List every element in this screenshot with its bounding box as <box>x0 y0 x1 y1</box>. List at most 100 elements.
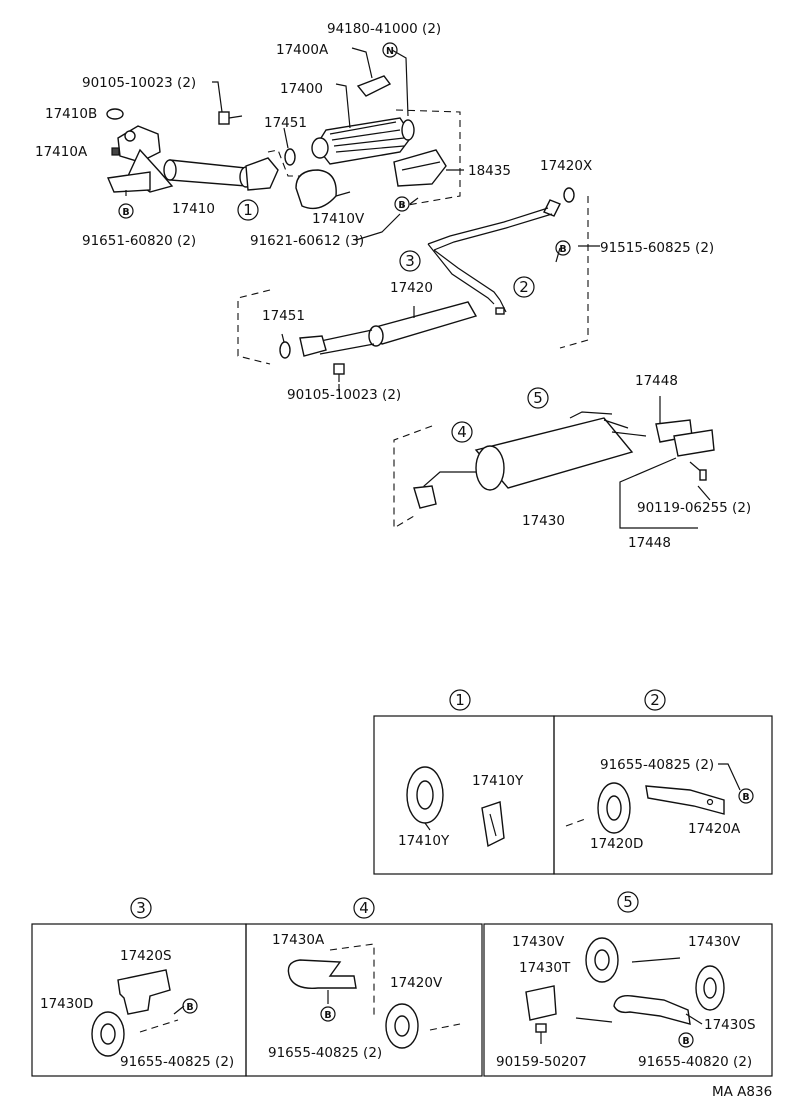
callout-17420X: 17420X <box>540 158 592 174</box>
callout-91651-60820: 91651-60820 (2) <box>82 233 196 249</box>
svg-text:B: B <box>324 1010 331 1021</box>
label-17420A: 17420A <box>688 821 741 837</box>
bracket-17430A <box>287 959 357 989</box>
label-17420S: 17420S <box>120 948 172 964</box>
callout-18435: 18435 <box>468 163 511 179</box>
svg-text:B: B <box>742 792 749 803</box>
callout-17410: 17410 <box>172 201 215 217</box>
hanger-17420D <box>597 782 631 834</box>
label-17430V-right: 17430V <box>688 934 741 950</box>
figure-code: MA A836 <box>712 1084 772 1100</box>
callout-17451-mid: 17451 <box>262 308 305 324</box>
svg-text:4: 4 <box>457 423 467 441</box>
svg-text:3: 3 <box>405 252 415 270</box>
label-17420D: 17420D <box>590 836 643 852</box>
gasket-17451-mid <box>279 341 291 359</box>
gasket-17451-top <box>284 148 296 166</box>
marker-4: 4 <box>451 421 473 443</box>
detail-box-1: 1 17410Y 17410Y <box>373 689 555 875</box>
front-pipe-17410 <box>106 125 279 193</box>
b-symbol-91515: B <box>555 240 571 256</box>
callout-17430: 17430 <box>522 513 565 529</box>
svg-text:5: 5 <box>623 893 633 911</box>
svg-text:3: 3 <box>136 899 146 917</box>
marker-3: 3 <box>399 250 421 272</box>
callout-91621-60612: 91621-60612 (3) <box>250 233 364 249</box>
callout-17451-top: 17451 <box>264 115 307 131</box>
b-symbol-box5: B <box>678 1032 694 1048</box>
label-17420V: 17420V <box>390 975 443 991</box>
b-symbol-91621: B <box>394 196 410 212</box>
heat-insulator-17400A <box>356 75 392 97</box>
detail-box-4: 4 B 17430A 17420V 91655-40825 (2) <box>245 897 483 1077</box>
bracket-17420A <box>645 785 725 815</box>
tailpipe-muffler-17430 <box>413 411 647 509</box>
svg-text:1: 1 <box>455 691 465 709</box>
callout-17448-bottom: 17448 <box>628 535 671 551</box>
label-90159-50207: 90159-50207 <box>496 1054 587 1070</box>
label-17430A: 17430A <box>272 932 325 948</box>
callout-17410V: 17410V <box>312 211 365 227</box>
callout-17410B: 17410B <box>45 106 97 122</box>
tail-tips-17448 <box>655 419 715 481</box>
marker-5: 5 <box>527 387 549 409</box>
callout-90105-10023-mid: 90105-10023 (2) <box>287 387 401 403</box>
callout-17400A: 17400A <box>276 42 329 58</box>
callout-90105-10023-top: 90105-10023 (2) <box>82 75 196 91</box>
hanger-17430V-right <box>695 965 725 1011</box>
callout-17420: 17420 <box>390 280 433 296</box>
bolt-90105-mid <box>333 363 345 382</box>
callout-90119-06255: 90119-06255 (2) <box>637 500 751 516</box>
svg-text:1: 1 <box>243 201 253 219</box>
svg-text:4: 4 <box>359 899 369 917</box>
label-91655-40825-box4: 91655-40825 (2) <box>268 1045 382 1061</box>
bolt-90159 <box>535 1023 547 1044</box>
label-17430V-left: 17430V <box>512 934 565 950</box>
detail-box-5: 5 B 17430V 17430V 17430T 17430S 9015 <box>483 891 773 1077</box>
callout-91515-60825: 91515-60825 (2) <box>600 240 714 256</box>
bracket-17420S <box>117 969 171 1015</box>
b-symbol-box3: B <box>182 998 198 1014</box>
catalytic-converter-17400 <box>311 117 415 165</box>
marker-2: 2 <box>513 276 535 298</box>
label-17430D: 17430D <box>40 996 93 1012</box>
stud-left <box>565 817 589 827</box>
hanger-17420V <box>385 1003 419 1049</box>
callout-17448-top: 17448 <box>635 373 678 389</box>
heat-insulator-18435 <box>393 149 447 187</box>
mount-17430T <box>525 985 557 1021</box>
label-91655-40820: 91655-40820 (2) <box>638 1054 752 1070</box>
hanger-17430V-left <box>585 937 619 983</box>
label-91655-40825-box3: 91655-40825 (2) <box>120 1054 234 1070</box>
svg-text:B: B <box>682 1036 689 1047</box>
label-17430T: 17430T <box>519 960 571 976</box>
label-17410Y-right: 17410Y <box>472 773 524 789</box>
svg-text:B: B <box>186 1002 193 1013</box>
svg-text:B: B <box>122 207 129 218</box>
center-pipe-17420 <box>299 199 561 357</box>
nut-17410A <box>111 147 120 156</box>
svg-text:2: 2 <box>519 278 529 296</box>
detail-box-2: 2 B 91655-40825 (2) 17420D 17420A <box>553 689 773 875</box>
b-symbol-box4: B <box>320 1006 336 1022</box>
bracket-17430S <box>613 995 691 1025</box>
heat-insulator-17410V <box>295 169 351 210</box>
b-symbol-box2: B <box>738 788 754 804</box>
bolt-90105-top <box>218 111 243 125</box>
dashed-guides <box>237 109 589 529</box>
hanger-17430D <box>91 1011 125 1057</box>
callout-17410A: 17410A <box>35 144 88 160</box>
b-symbol-91651: B <box>118 203 134 219</box>
label-17410Y-left: 17410Y <box>398 833 450 849</box>
callout-17400: 17400 <box>280 81 323 97</box>
label-91655-40825-box2: 91655-40825 (2) <box>600 757 714 773</box>
callout-94180-41000: 94180-41000 (2) <box>327 21 441 37</box>
label-17430S: 17430S <box>704 1017 756 1033</box>
gasket-17420X <box>563 187 575 203</box>
hanger-17410Y-small <box>481 801 505 848</box>
svg-text:B: B <box>559 244 566 255</box>
detail-box-3: 3 B 17420S 17430D 91655-40825 (2) <box>31 897 247 1077</box>
svg-text:2: 2 <box>650 691 660 709</box>
